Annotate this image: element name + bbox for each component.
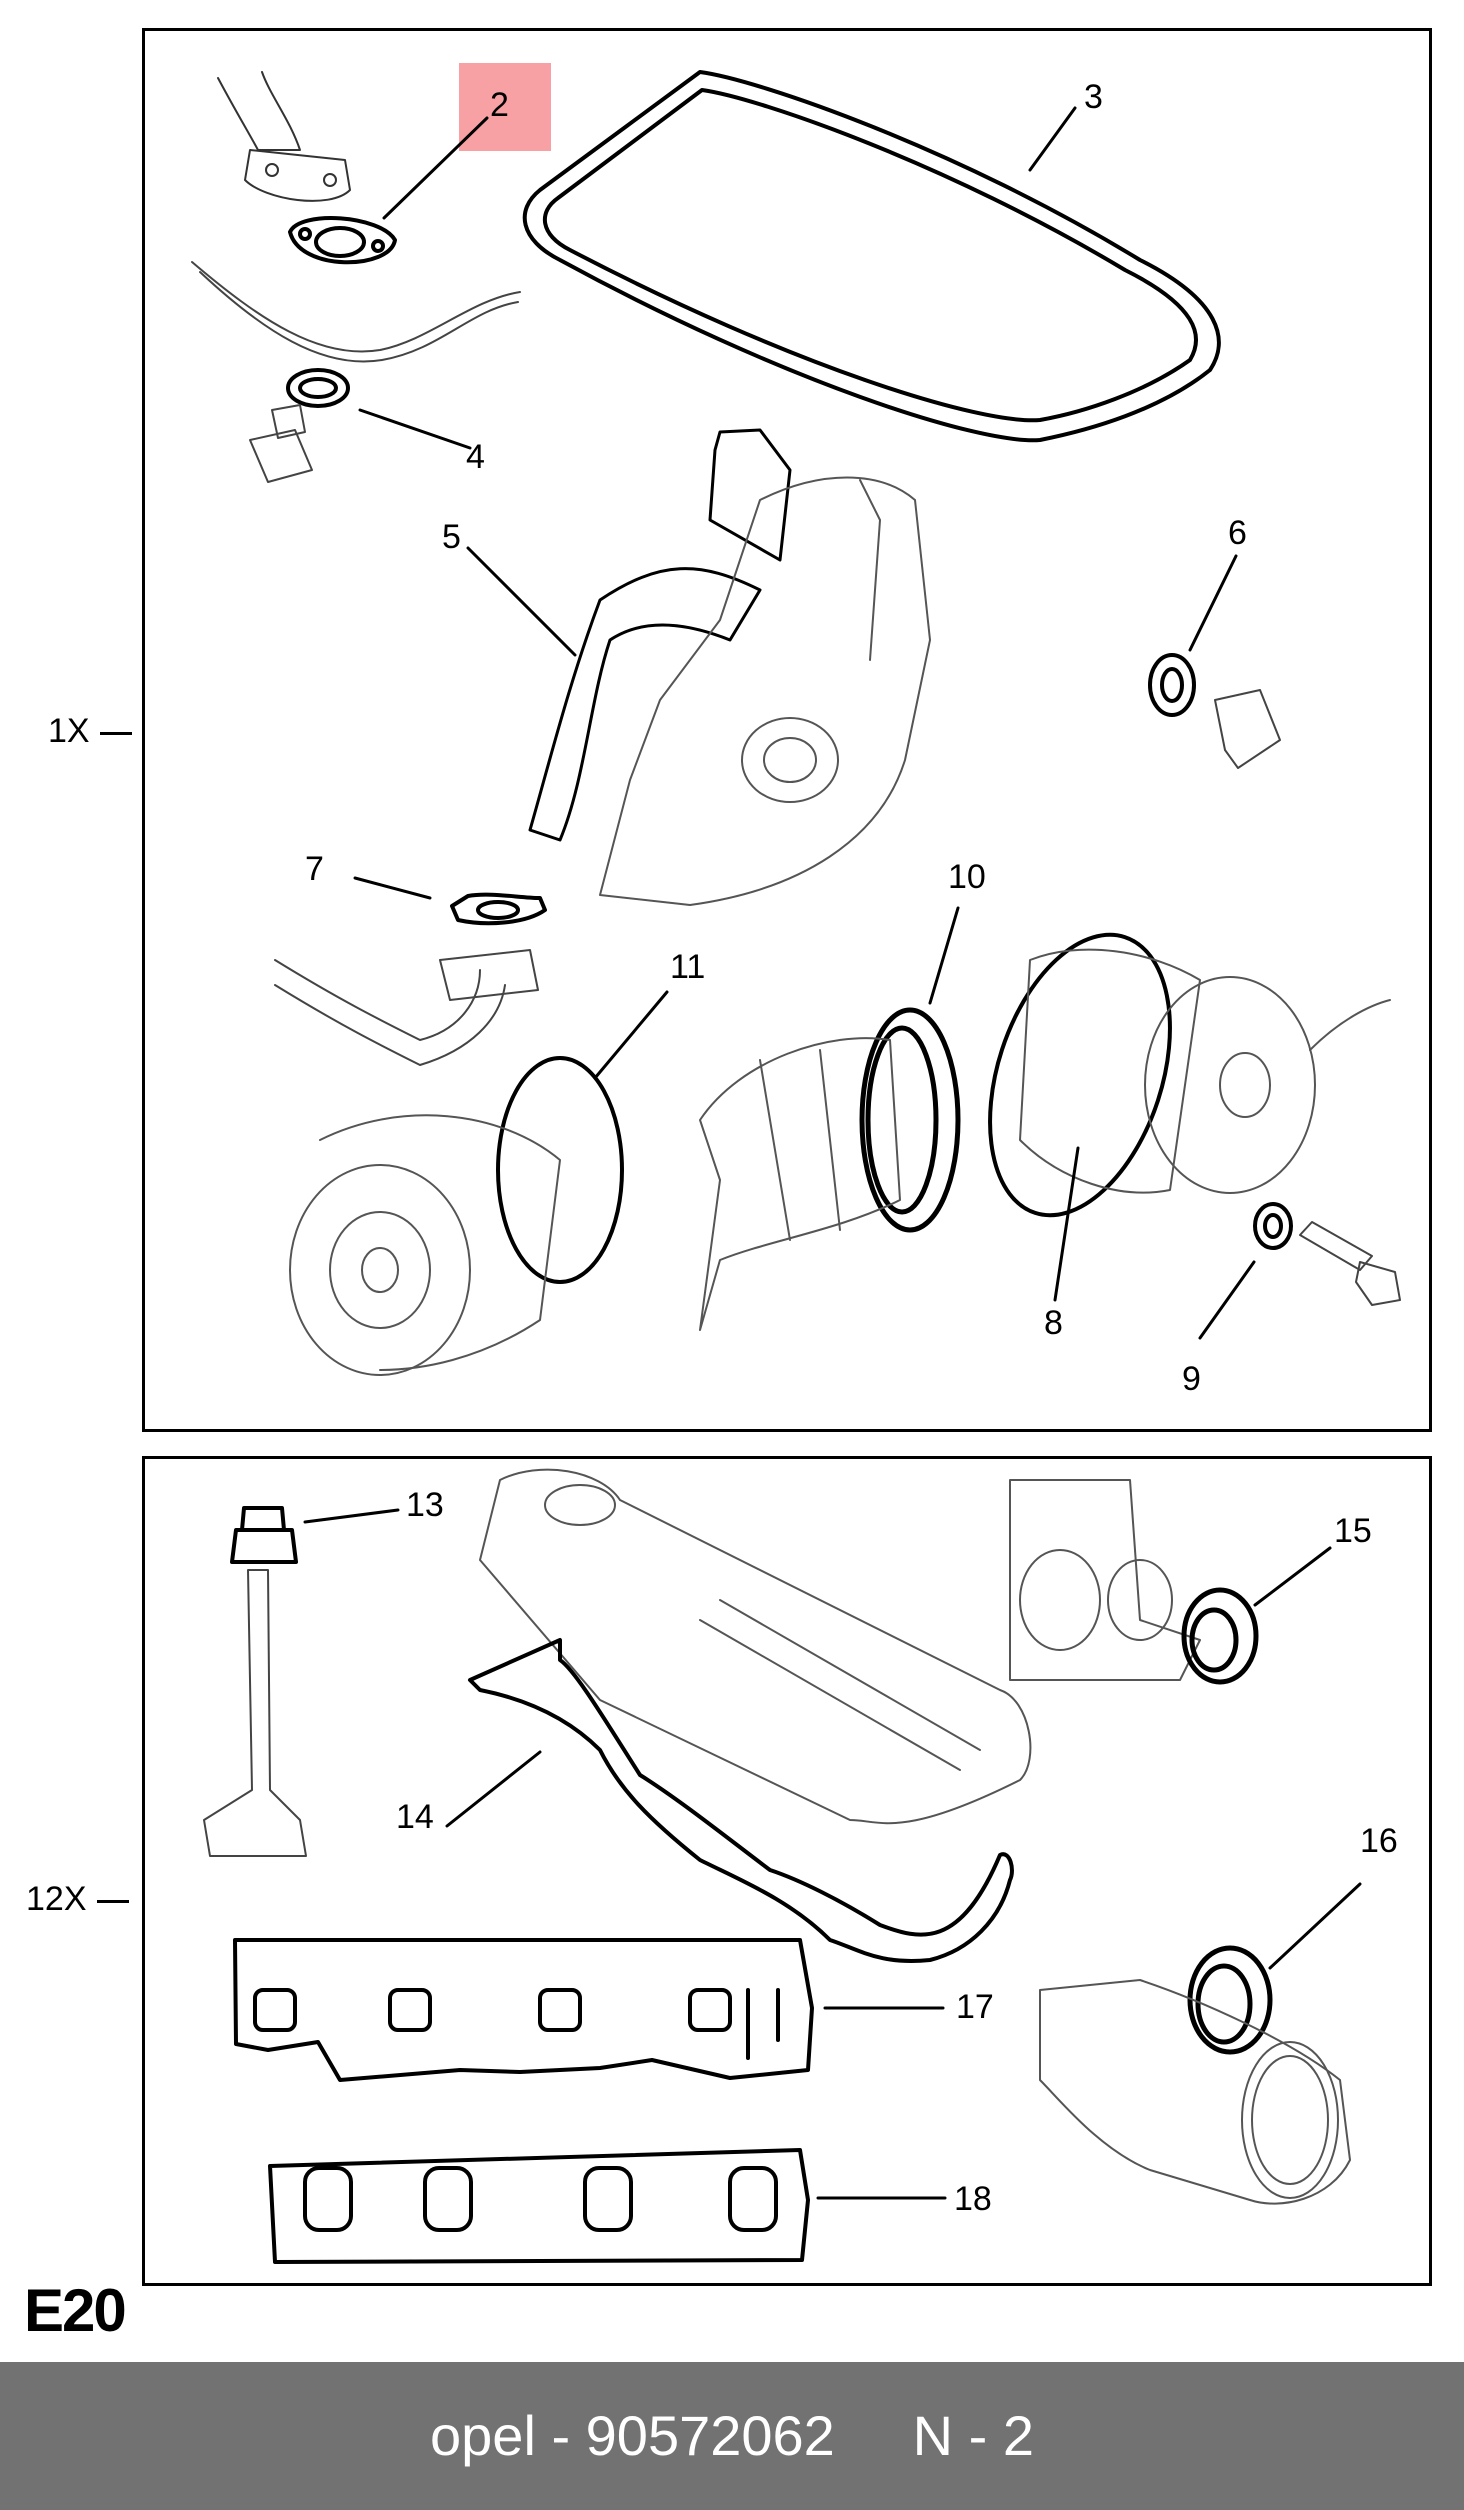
callout-9[interactable]: 9 [1182,1360,1201,1398]
quantity-bottom-group: 12X [26,1882,129,1916]
callout-2[interactable]: 2 [490,86,509,124]
callout-17[interactable]: 17 [956,1988,994,2026]
callout-16[interactable]: 16 [1360,1822,1398,1860]
callout-14[interactable]: 14 [396,1798,434,1836]
callout-7[interactable]: 7 [305,850,324,888]
intake-gasket-17 [233,1938,814,2082]
callout-11[interactable]: 11 [670,948,706,986]
front-cover-gasket-5 [528,428,792,842]
callout-5[interactable]: 5 [442,518,461,556]
o-ring-11 [496,1056,624,1284]
diagram-code: E20 [24,2277,127,2344]
footer-part-info: opel - 90572062 N - 2 [430,2404,1034,2467]
leader-lines-bottom [303,1508,1362,2200]
seal-ring-6 [1148,653,1196,717]
background-line-2 [199,271,519,363]
callout-3[interactable]: 3 [1084,78,1103,116]
oil-pipe-bottom [274,949,539,1066]
bolt-9 [1299,1221,1401,1306]
seal-ring-4 [286,368,350,408]
callout-13[interactable]: 13 [406,1486,444,1524]
top-parts-panel [142,28,1432,1432]
drain-plug-4 [249,404,313,483]
oil-pipe-top [217,71,351,202]
bottom-parts-panel [142,1456,1432,2286]
callout-18[interactable]: 18 [954,2180,992,2218]
seal-15 [1181,1587,1259,1685]
callout-8[interactable]: 8 [1044,1304,1063,1342]
callout-15[interactable]: 15 [1334,1512,1372,1550]
quantity-top-group: 1X [48,714,132,748]
cover-gasket-14 [468,1638,1014,1963]
callout-6[interactable]: 6 [1228,514,1247,552]
plug-6 [1214,689,1281,769]
background-line [191,261,521,353]
oil-pan-gasket-3 [522,70,1221,443]
crank-seal-10 [859,1007,961,1233]
water-housing [1019,948,1391,1194]
crankshaft [699,1037,901,1331]
seal-16 [1187,1945,1273,2055]
footer-bar: opel - 90572062 N - 2 [0,2362,1464,2510]
thermostat-housing [1039,1979,1351,2205]
valve-seal-13 [230,1506,298,1564]
valve [203,1569,307,1857]
callout-10[interactable]: 10 [948,858,986,896]
engine-block-side [1009,1479,1201,1681]
quantity-bottom-label: 12X [26,1880,87,1918]
seal-ring-9 [1253,1202,1293,1250]
water-pump [289,1114,561,1376]
front-cover [599,476,931,906]
highlighted-callout-box [459,63,551,151]
exhaust-gasket-18 [268,2148,810,2264]
gasket-7 [450,892,547,926]
quantity-top-label: 1X [48,712,90,750]
leader-lines-top [353,106,1256,1340]
cylinder-head [479,1468,1032,1825]
gasket-2 [288,216,397,265]
o-ring-8 [988,932,1172,1218]
callout-4[interactable]: 4 [466,438,485,476]
